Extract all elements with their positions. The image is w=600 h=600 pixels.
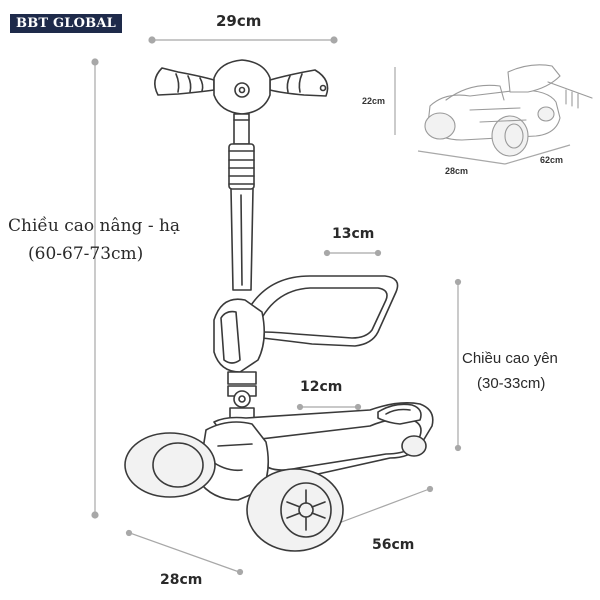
stem: [228, 113, 255, 291]
handlebar: [154, 59, 329, 115]
label-seat-height: Chiều cao yên: [462, 350, 558, 367]
front-fork: [197, 421, 270, 501]
front-left-wheel: [124, 432, 216, 498]
scooter-main: [124, 59, 434, 552]
scooter-folded: [424, 64, 593, 157]
dim-line-deck-width: [296, 403, 362, 411]
dimension-lines: [91, 36, 571, 576]
lower-column: [227, 371, 257, 421]
dim-line-seat-height: [454, 278, 462, 452]
label-folded-height: 22cm: [362, 96, 386, 106]
label-folded-width: 28cm: [445, 166, 469, 176]
label-deck-width: 12cm: [300, 379, 343, 395]
label-height-adjust-range: (60-67-73cm): [28, 244, 144, 264]
brand-logo: BBT GLOBAL: [10, 14, 122, 33]
label-handle-width: 29cm: [216, 12, 262, 30]
dim-line-height: [91, 58, 99, 519]
front-right-wheel: [246, 468, 344, 552]
seat: [213, 275, 399, 373]
dim-line-handle-width: [148, 36, 338, 44]
dim-line-folded: [394, 67, 571, 165]
rear-wheel: [401, 435, 427, 457]
label-folded-length: 62cm: [540, 155, 564, 165]
label-seat-height-range: (30-33cm): [477, 375, 546, 392]
label-height-adjust: Chiều cao nâng - hạ: [8, 216, 181, 236]
dim-line-seat-depth: [323, 249, 382, 257]
label-length: 56cm: [372, 537, 415, 553]
label-base-width: 28cm: [160, 572, 203, 588]
label-seat-depth: 13cm: [332, 226, 375, 242]
dim-line-base-width: [125, 529, 244, 576]
